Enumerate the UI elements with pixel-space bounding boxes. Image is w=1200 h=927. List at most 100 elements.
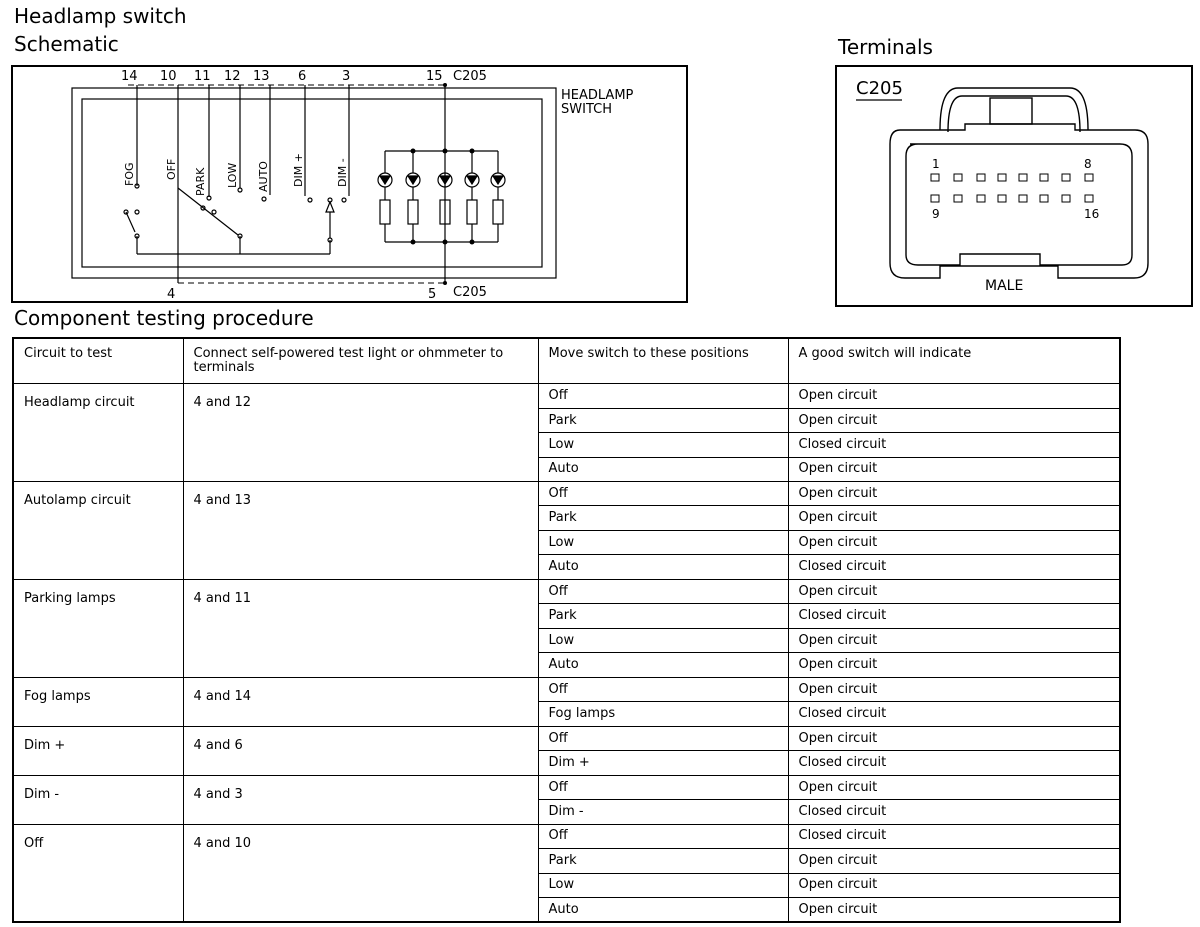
position-cell: Park xyxy=(537,848,789,874)
procedure-title: Component testing procedure xyxy=(14,306,314,330)
position-cell: Auto xyxy=(537,456,789,483)
pin-label: 3 xyxy=(342,69,350,84)
result-cell: Closed circuit xyxy=(787,701,1121,727)
result-cell: Closed circuit xyxy=(787,554,1121,580)
pin-number: 8 xyxy=(1084,157,1092,171)
position-cell: Off xyxy=(537,823,789,850)
result-cell: Open circuit xyxy=(787,774,1121,801)
position-label: LOW xyxy=(226,163,239,188)
position-cell: Low xyxy=(537,432,789,458)
terminals-cell: 4 and 12 xyxy=(182,383,539,482)
result-cell: Closed circuit xyxy=(787,603,1121,629)
position-label: DIM - xyxy=(336,158,349,187)
result-cell: Open circuit xyxy=(787,456,1121,483)
procedure-table: Circuit to test Connect self-powered tes… xyxy=(12,337,1121,923)
pin-label: 12 xyxy=(224,69,241,84)
pin-label: 15 xyxy=(426,69,443,84)
position-cell: Off xyxy=(537,725,789,752)
header-move: Move switch to these positions xyxy=(537,337,789,385)
pin-label: 4 xyxy=(167,287,175,302)
header-indicate: A good switch will indicate xyxy=(787,337,1121,385)
pin-label: 5 xyxy=(428,287,436,302)
table-header-row: Circuit to test Connect self-powered tes… xyxy=(12,337,1121,385)
result-cell: Open circuit xyxy=(787,578,1121,605)
circuit-cell: Fog lamps xyxy=(12,676,184,727)
position-cell: Auto xyxy=(537,652,789,678)
position-cell: Off xyxy=(537,480,789,507)
position-label: FOG xyxy=(123,162,136,186)
schematic-diagram: HEADLAMP SWITCH 14 10 11 12 13 6 3 15 C2… xyxy=(11,65,688,303)
pin-number: 1 xyxy=(932,157,940,171)
result-cell: Open circuit xyxy=(787,872,1121,898)
gender-label: MALE xyxy=(985,278,1023,294)
table-row: Dim +Closed circuit xyxy=(13,750,1121,776)
position-cell: Off xyxy=(537,383,789,409)
pin-label: 14 xyxy=(121,69,138,84)
terminals-cell: 4 and 6 xyxy=(182,725,539,776)
circuit-cell: Dim + xyxy=(12,725,184,776)
result-cell: Open circuit xyxy=(787,407,1121,434)
result-cell: Open circuit xyxy=(787,627,1121,654)
result-cell: Open circuit xyxy=(787,848,1121,874)
result-cell: Open circuit xyxy=(787,896,1121,923)
position-cell: Low xyxy=(537,627,789,654)
position-cell: Park xyxy=(537,603,789,629)
position-label: AUTO xyxy=(257,161,270,192)
terminals-title: Terminals xyxy=(838,35,933,59)
result-cell: Open circuit xyxy=(787,652,1121,678)
circuit-cell: Autolamp circuit xyxy=(12,481,184,580)
page-title: Headlamp switch xyxy=(14,4,187,28)
result-cell: Closed circuit xyxy=(787,750,1121,776)
header-circuit: Circuit to test xyxy=(12,337,184,385)
position-cell: Auto xyxy=(537,554,789,580)
switch-label-2: SWITCH xyxy=(561,102,612,117)
result-cell: Open circuit xyxy=(787,505,1121,531)
position-cell: Dim - xyxy=(537,799,789,825)
schematic-title: Schematic xyxy=(14,32,119,56)
position-cell: Park xyxy=(537,505,789,531)
pin-number: 16 xyxy=(1084,207,1099,221)
position-label: OFF xyxy=(165,159,178,180)
position-cell: Park xyxy=(537,407,789,434)
position-cell: Fog lamps xyxy=(537,701,789,727)
terminals-cell: 4 and 3 xyxy=(182,774,539,825)
pin-number: 9 xyxy=(932,207,940,221)
terminals-cell: 4 and 10 xyxy=(182,823,539,923)
connector-label: C205 xyxy=(453,285,487,300)
terminals-cell: 4 and 11 xyxy=(182,578,539,678)
result-cell: Open circuit xyxy=(787,383,1121,409)
connector-label: C205 xyxy=(453,69,487,84)
position-cell: Off xyxy=(537,774,789,801)
circuit-cell: Off xyxy=(12,823,184,923)
switch-label-1: HEADLAMP xyxy=(561,88,634,103)
header-connect: Connect self-powered test light or ohmme… xyxy=(182,337,539,385)
circuit-cell: Dim - xyxy=(12,774,184,825)
result-cell: Open circuit xyxy=(787,529,1121,556)
result-cell: Closed circuit xyxy=(787,823,1121,850)
terminals-cell: 4 and 13 xyxy=(182,481,539,580)
pin-label: 10 xyxy=(160,69,177,84)
table-row: Dim -Closed circuit xyxy=(13,799,1121,825)
position-cell: Auto xyxy=(537,896,789,923)
pin-label: 13 xyxy=(253,69,270,84)
terminals-cell: 4 and 14 xyxy=(182,676,539,727)
position-cell: Off xyxy=(537,676,789,703)
position-label: PARK xyxy=(194,167,207,196)
result-cell: Closed circuit xyxy=(787,799,1121,825)
position-cell: Off xyxy=(537,578,789,605)
position-cell: Low xyxy=(537,872,789,898)
